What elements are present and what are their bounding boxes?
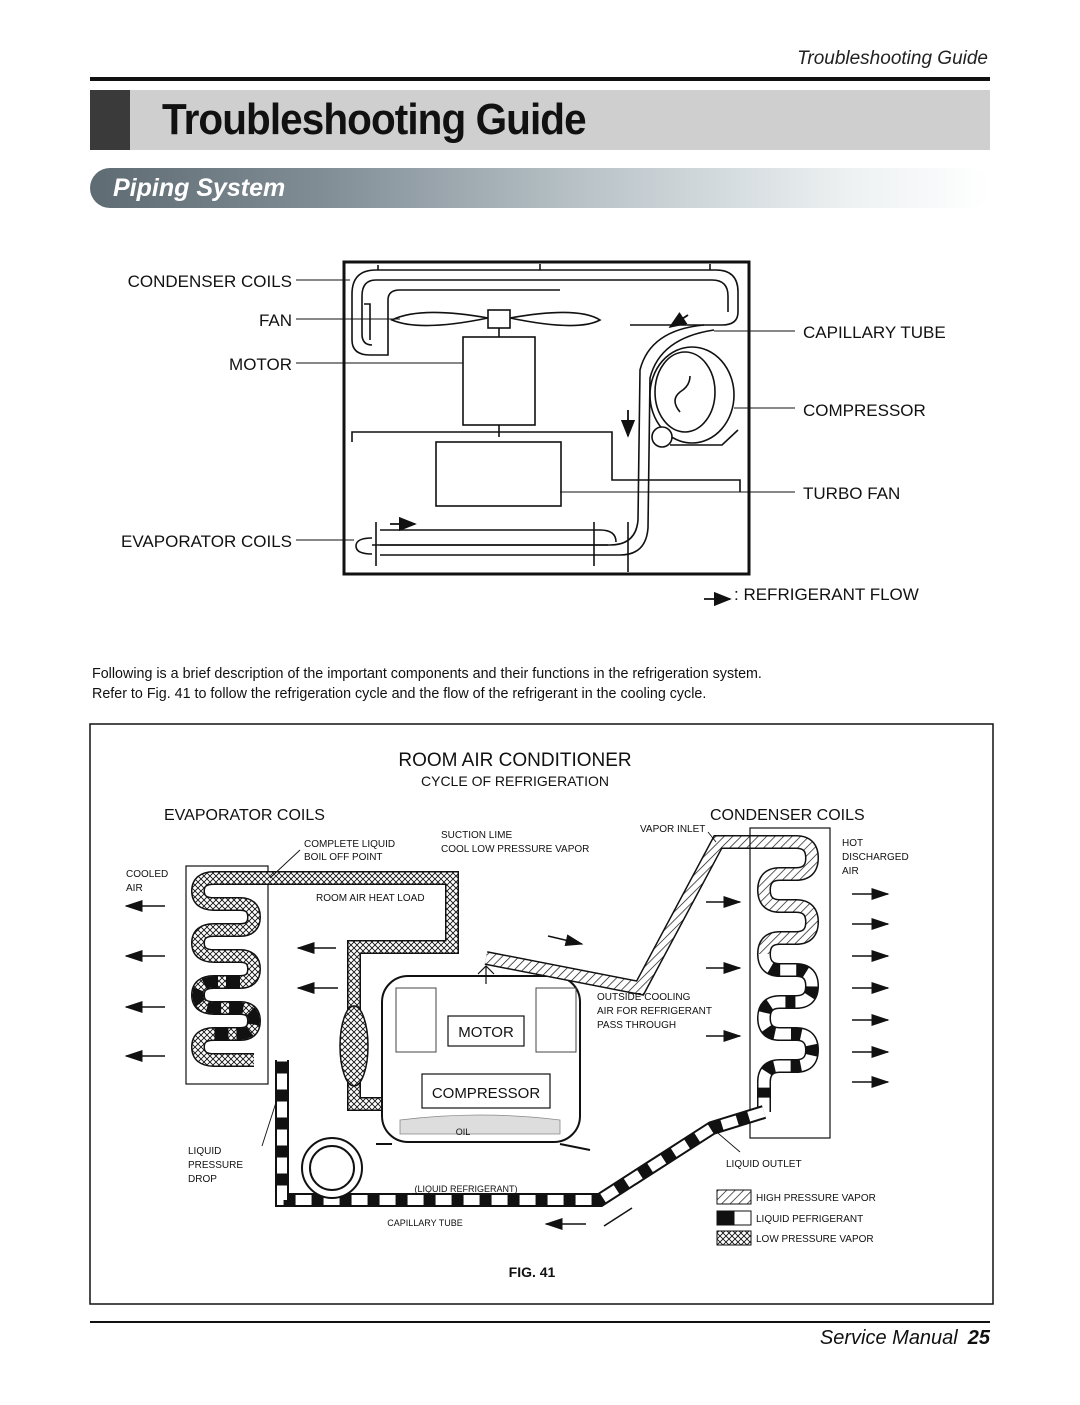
section-title: Piping System [113,174,286,202]
fig41-title: ROOM AIR CONDITIONER [398,750,631,771]
footer: Service Manual 25 [760,1327,990,1350]
fig41-capillary-tube: CAPILLARY TUBE [387,1218,463,1228]
turbo-fan [351,431,741,507]
page-title: Troubleshooting Guide [162,95,587,144]
intro-paragraph: Following is a brief description of the … [92,664,992,704]
page-number: 25 [967,1327,990,1349]
label-compressor: COMPRESSOR [803,401,926,420]
fig41-hot: HOT [842,838,863,849]
condenser-coils [351,264,739,356]
fig41-suction-line: SUCTION LIME [441,830,512,841]
fig41-discharged: DISCHARGED [842,852,909,863]
fig41-pass-through: PASS THROUGH [597,1020,676,1031]
fig41-oil: OIL [456,1127,471,1137]
compressor [380,324,739,556]
fig41-outside-cooling: OUTSIDE COOLING [597,992,691,1003]
compressor-unit [376,965,591,1151]
legend-low-pressure-vapor: LOW PRESSURE VAPOR [756,1234,874,1245]
section-bar [90,168,990,208]
fig41-drop: DROP [188,1174,217,1185]
fig41-vapor-inlet: VAPOR INLET [640,824,705,835]
evaporator-coils [355,522,629,572]
fig41-cool-low-pressure-vapor: COOL LOW PRESSURE VAPOR [441,844,589,855]
legend-high-pressure-vapor: HIGH PRESSURE VAPOR [756,1193,876,1204]
fig41-hot-air: AIR [842,866,859,877]
refrigeration-cycle-figure: ROOM AIR CONDITIONER CYCLE OF REFRIGERAT… [89,723,994,1305]
fig41-compressor: COMPRESSOR [432,1085,541,1102]
label-condenser-coils: CONDENSER COILS [128,272,292,291]
fig41-air-for-refrigerant: AIR FOR REFRIGERANT [597,1006,712,1017]
title-bar [90,90,990,150]
label-motor: MOTOR [229,355,292,374]
label-fan: FAN [259,311,292,330]
label-capillary-tube: CAPILLARY TUBE [803,323,946,342]
fig41-boil-off-point: BOIL OFF POINT [304,852,383,863]
fig41-condenser-coils: CONDENSER COILS [710,807,865,824]
piping-system-diagram: CONDENSER COILS FAN MOTOR EVAPORATOR COI… [121,260,946,607]
fig41-caption: FIG. 41 [509,1264,556,1280]
footer-rule [90,1321,990,1323]
title-bar-accent [90,90,130,150]
intro-line-2: Refer to Fig. 41 to follow the refrigera… [92,686,707,702]
fig41-liquid-outlet: LIQUID OUTLET [726,1159,802,1170]
fig41-complete-liquid: COMPLETE LIQUID [304,839,395,850]
fig41-liquid: LIQUID [188,1146,221,1157]
fig41-motor: MOTOR [458,1024,514,1041]
footer-label: Service Manual [819,1327,958,1349]
motor [462,328,536,437]
fan [390,309,602,329]
fig41-room-air-heat-load: ROOM AIR HEAT LOAD [316,893,425,904]
label-turbo-fan: TURBO FAN [803,484,900,503]
header-rule [90,77,990,81]
fig41-cooled: COOLED [126,869,168,880]
intro-line-1: Following is a brief description of the … [92,666,762,682]
fig41-cooled-air: AIR [126,883,143,894]
running-header: Troubleshooting Guide [797,48,988,69]
fig41-liquid-refrigerant: (LIQUID REFRIGERANT) [414,1184,517,1194]
label-evaporator-coils: EVAPORATOR COILS [121,532,292,551]
fig41-evaporator-coils: EVAPORATOR COILS [164,807,325,824]
fig41-pressure: PRESSURE [188,1160,243,1171]
label-refrigerant-flow: : REFRIGERANT FLOW [734,585,919,604]
fig41-subtitle: CYCLE OF REFRIGERATION [421,773,609,789]
legend-liquid-refrigerant: LIQUID PEFRIGERANT [756,1214,863,1225]
